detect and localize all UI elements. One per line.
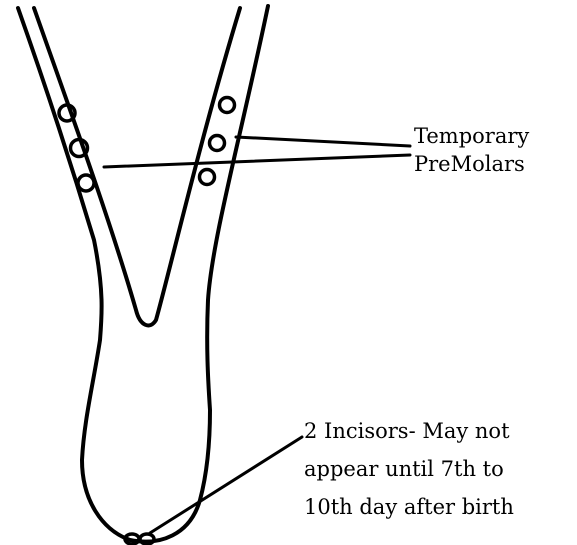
mandible-outer-outline xyxy=(18,6,268,542)
incisors-label-line-1: 2 Incisors- May not xyxy=(304,412,514,450)
premolars-label-line-1: Temporary xyxy=(414,122,529,150)
incisors-label-line-3: 10th day after birth xyxy=(304,488,514,526)
premolar-leader-line-upper xyxy=(236,137,410,146)
premolar-right-2 xyxy=(210,136,225,151)
incisor-leader-line xyxy=(150,437,302,533)
premolar-left-3 xyxy=(78,175,94,191)
premolar-leader-line-lower xyxy=(104,155,410,167)
incisors-label: 2 Incisors- May not appear until 7th to … xyxy=(304,412,514,526)
premolars-label: Temporary PreMolars xyxy=(414,122,529,178)
incisor-2 xyxy=(140,534,154,544)
premolar-right-1 xyxy=(220,98,235,113)
incisors-label-line-2: appear until 7th to xyxy=(304,450,514,488)
premolar-right-3 xyxy=(200,170,215,185)
premolars-label-line-2: PreMolars xyxy=(414,150,529,178)
